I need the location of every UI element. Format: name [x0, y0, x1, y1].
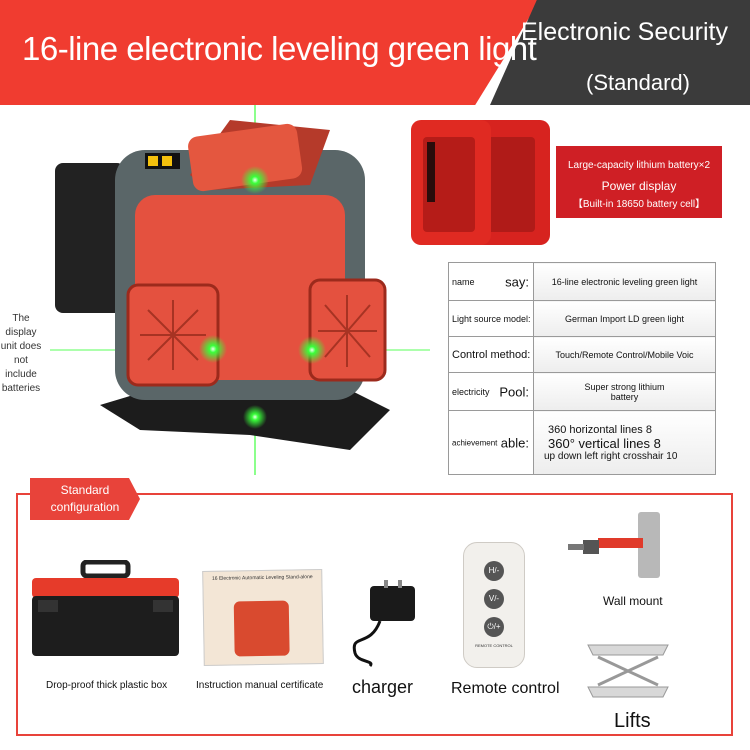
remote-button: V/- [484, 589, 504, 609]
spec-key-small: achievement [452, 438, 498, 447]
manual-image: 16 Electronic Automatic Leveling Stand-a… [202, 568, 324, 667]
spec-key: Light source model: [448, 300, 534, 337]
spec-key-big: say: [505, 274, 529, 289]
wall-mount-label: Wall mount [603, 594, 663, 608]
manual-cover-title: 16 Electronic Automatic Leveling Stand-a… [211, 574, 313, 582]
battery-pack-image [411, 120, 550, 245]
banner-red-panel [0, 0, 540, 105]
tag-line: configuration [50, 500, 120, 514]
top-banner: 16-line electronic leveling green light … [0, 0, 750, 105]
spec-key-big: able: [500, 435, 529, 450]
spec-key: Control method: [448, 336, 534, 373]
battery-capacity: Large-capacity lithium battery×2 [567, 160, 711, 171]
spec-value-line: 360° vertical lines 8 [548, 435, 661, 451]
banner-right-title: Electronic Security [520, 18, 728, 46]
note-line: not [14, 355, 28, 366]
spec-key-small: Light source model: [452, 313, 531, 324]
spec-value: Touch/Remote Control/Mobile Voic [533, 336, 716, 373]
spec-key-small: electricity [452, 386, 490, 397]
wall-mount-image [568, 512, 660, 578]
spec-row: Light source model: German Import LD gre… [448, 300, 716, 337]
remote-caption: REMOTE CONTROL [475, 643, 513, 648]
manual-product-photo [233, 600, 290, 657]
remote-button: ⏻/+ [484, 617, 504, 637]
note-line: display [5, 327, 37, 338]
spec-value: 360 horizontal lines 8 360° vertical lin… [533, 410, 716, 475]
banner-dark-panel [490, 0, 750, 105]
spec-value: 16-line electronic leveling green light [533, 262, 716, 301]
note-line: The [12, 313, 30, 324]
charger-image [352, 580, 415, 667]
banner-right-subtitle: (Standard) [586, 70, 690, 95]
lifts-label: Lifts [614, 710, 651, 732]
note-line: include [5, 369, 37, 380]
charger-label: charger [352, 677, 414, 697]
remote-label: Remote control [451, 680, 560, 697]
spec-value: Super strong lithium battery [533, 372, 716, 411]
battery-note: The display unit does not include batter… [0, 312, 42, 396]
spec-value-line: 360 horizontal lines 8 [548, 423, 652, 436]
spec-key-small: name [452, 276, 475, 287]
spec-row: achievement able: 360 horizontal lines 8… [448, 410, 716, 475]
spec-row: electricity Pool: Super strong lithium b… [448, 372, 716, 411]
note-line: batteries [1, 383, 41, 394]
tag-line: Standard [60, 483, 110, 497]
spec-value: German Import LD green light [533, 300, 716, 337]
lifts-image [587, 644, 669, 698]
battery-info-box: Large-capacity lithium battery×2 Power d… [556, 146, 722, 218]
spec-key: electricity Pool: [448, 372, 534, 411]
remote-button: H/- [484, 561, 504, 581]
laser-level-product-image [50, 105, 430, 475]
battery-power-display: Power display [601, 179, 677, 193]
spec-key-big: Pool: [499, 384, 529, 399]
remote-image: H/- V/- ⏻/+ REMOTE CONTROL [463, 542, 525, 668]
manual-label: Instruction manual certificate [196, 680, 324, 691]
banner-title: 16-line electronic leveling green light [22, 30, 537, 67]
toolbox-image [32, 560, 179, 656]
spec-row: name say: 16-line electronic leveling gr… [448, 262, 716, 301]
spec-table: name say: 16-line electronic leveling gr… [448, 262, 716, 475]
battery-cell: 【Built-in 18650 battery cell】 [572, 199, 706, 210]
standard-configuration-panel [16, 493, 733, 736]
note-line: unit does [0, 341, 42, 352]
spec-row: Control method: Touch/Remote Control/Mob… [448, 336, 716, 373]
toolbox-label: Drop-proof thick plastic box [46, 680, 168, 691]
spec-key: name say: [448, 262, 534, 301]
standard-configuration-tag: Standard configuration [30, 478, 140, 520]
spec-key-small: Control method: [452, 348, 531, 361]
spec-key: achievement able: [448, 410, 534, 475]
spec-value-line: up down left right crosshair 10 [544, 450, 678, 462]
